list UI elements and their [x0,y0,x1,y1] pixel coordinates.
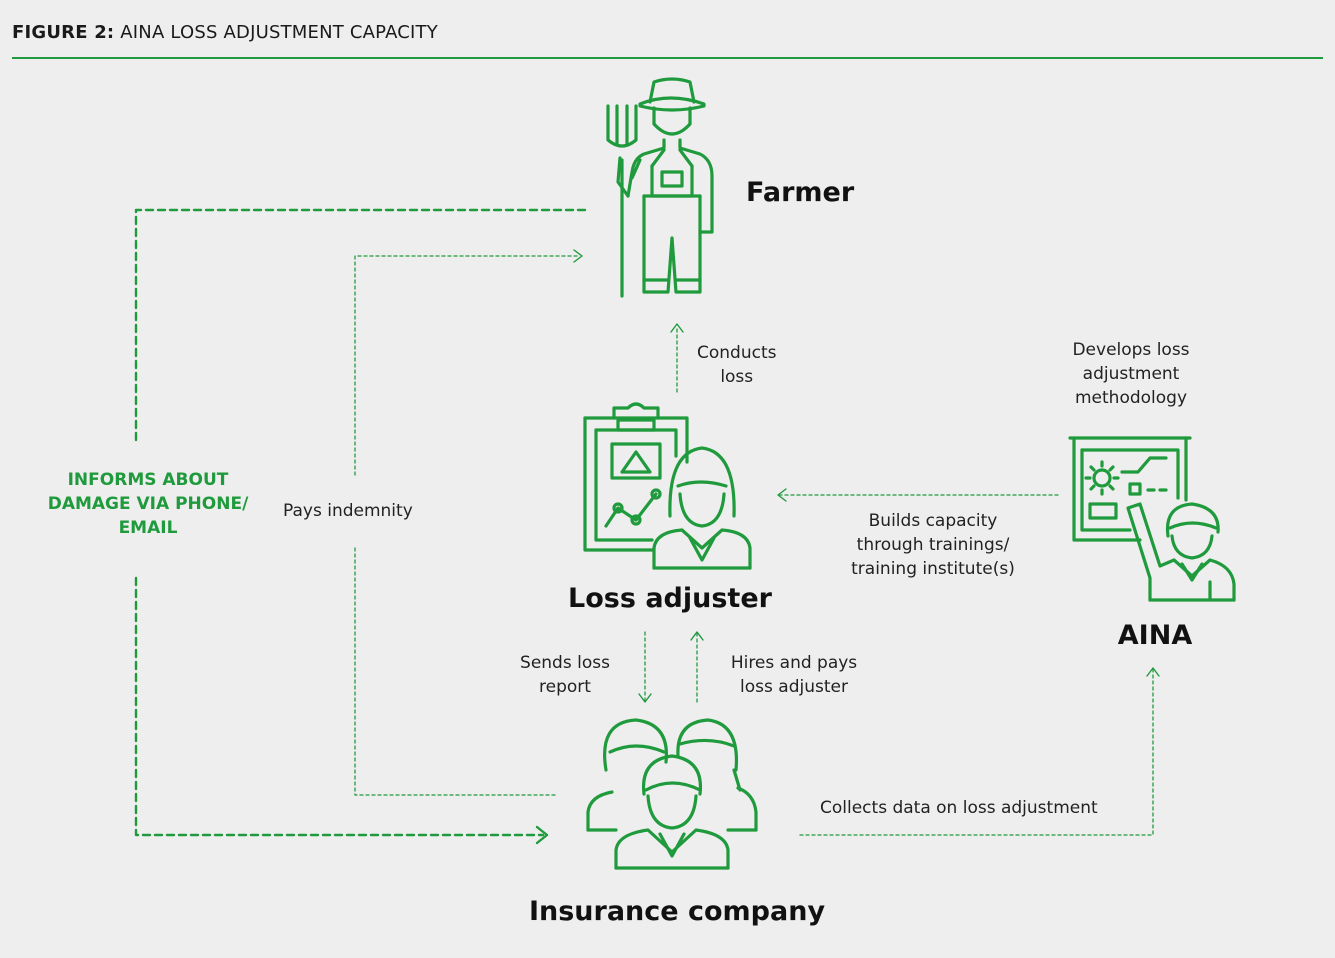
indemnity-connector [354,255,581,796]
builds-label-line3: training institute(s) [851,559,1015,579]
informs-label: INFORMS ABOUT DAMAGE VIA PHONE/ EMAIL [40,468,256,540]
collects-arrowhead [1146,667,1160,677]
conducts-arrowhead [670,323,684,333]
hires-arrowhead [690,631,704,641]
farmer-icon [606,77,714,298]
develops-label-line2: adjustment [1082,364,1180,384]
builds-capacity-label: Builds capacity through trainings/ train… [828,509,1038,581]
informs-label-line2: DAMAGE VIA PHONE/ [47,494,249,514]
indemnity-arrowhead [573,249,583,263]
figure-title-text: AINA LOSS ADJUSTMENT CAPACITY [120,22,438,43]
indemnity-line-top [354,255,581,476]
insurance-team-icon [586,718,758,870]
hires-pays-label: Hires and pays loss adjuster [720,651,868,699]
hires-label-line2: loss adjuster [740,677,848,697]
sends-label-line2: report [539,677,591,697]
develops-label-line1: Develops loss [1072,340,1190,360]
collects-data-label: Collects data on loss adjustment [820,798,1098,818]
insurance-company-label: Insurance company [528,896,826,927]
informs-arrowhead [535,825,549,845]
conducts-label: Conducts loss [697,341,776,389]
loss-adjuster-icon [583,402,752,570]
informs-label-line3: EMAIL [118,518,178,538]
sends-report-label: Sends loss report [508,651,622,699]
aina-label: AINA [1117,620,1193,651]
header-rule [12,57,1323,59]
conducts-label-line1: Conducts [697,343,777,363]
indemnity-line-bottom [354,544,556,796]
develops-label-line3: methodology [1074,388,1188,408]
builds-arrowhead [777,488,787,502]
builds-label-line1: Builds capacity [868,511,998,531]
conducts-label-line2: loss [720,367,754,387]
farmer-label: Farmer [746,177,855,208]
informs-line-top [134,208,587,442]
informs-connector [134,208,587,837]
informs-label-line1: INFORMS ABOUT [67,470,229,490]
informs-line-bottom [134,576,545,837]
pays-indemnity-label: Pays indemnity [283,501,413,521]
builds-label-line2: through trainings/ [856,535,1010,555]
loss-adjuster-label: Loss adjuster [568,583,772,614]
presenter-board-icon [1068,436,1236,602]
figure-title: FIGURE 2: AINA LOSS ADJUSTMENT CAPACITY [12,22,438,43]
hires-label-line1: Hires and pays [730,653,858,673]
sends-label-line1: Sends loss [520,653,610,673]
sends-arrowhead [638,693,652,703]
figure-number: FIGURE 2: [12,22,115,43]
collects-line [799,669,1154,836]
develops-label: Develops loss adjustment methodology [1056,338,1206,410]
